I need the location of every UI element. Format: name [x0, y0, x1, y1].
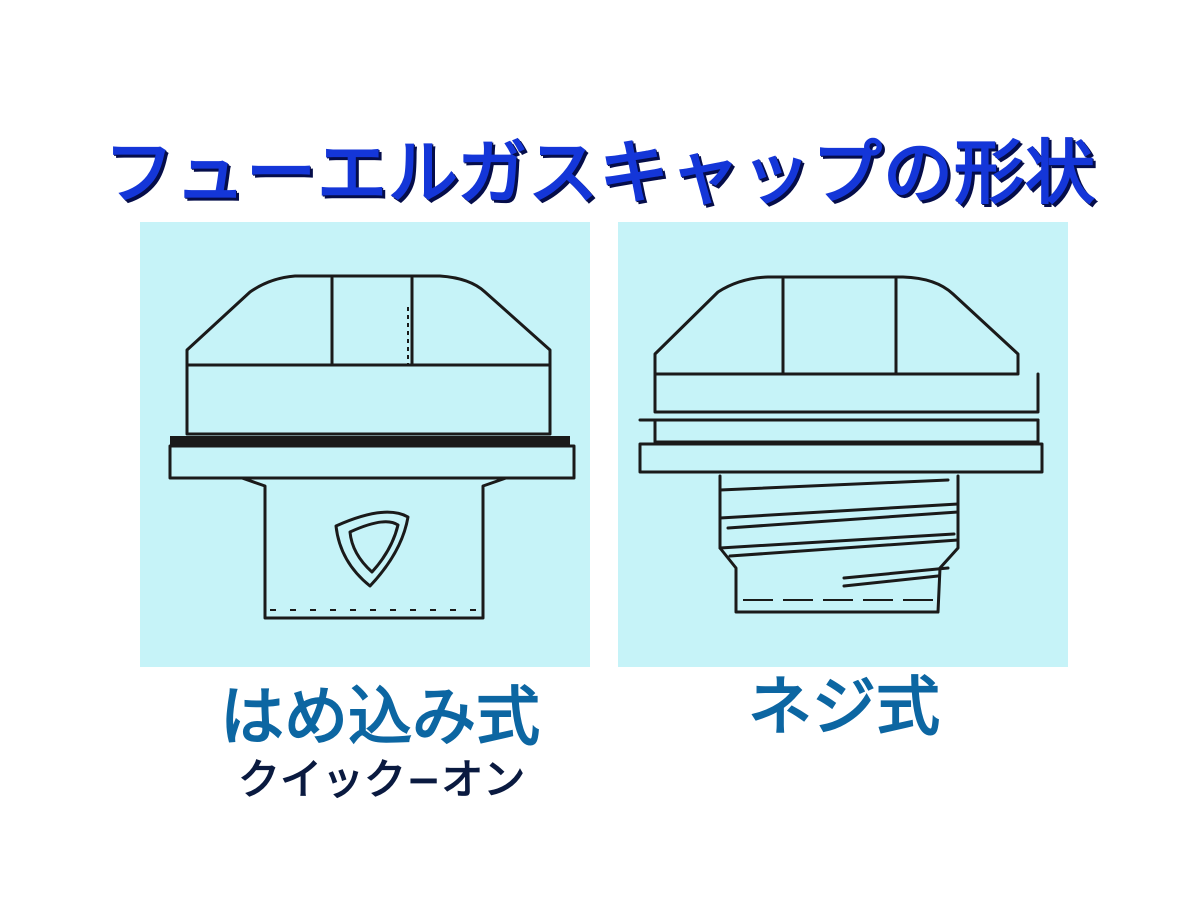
screw-type-label: ネジ式	[748, 671, 940, 745]
quick-on-cap-panel	[140, 222, 590, 667]
thread-coil	[718, 532, 956, 550]
page-title: フューエルガスキャップの形状	[104, 132, 1096, 214]
cap-neck	[240, 476, 508, 620]
thread-coil	[718, 478, 950, 492]
thread-coil	[726, 510, 960, 530]
cap-collar	[653, 418, 1040, 444]
quick-on-label: はめ込み式	[220, 681, 540, 755]
thread-coil	[728, 538, 960, 558]
cap-seal-band	[170, 436, 570, 445]
cap-flange	[638, 442, 1044, 474]
cap-body	[653, 372, 1040, 414]
thread-coil	[842, 574, 940, 588]
cap-body	[185, 363, 552, 436]
screw-cap-illustration	[638, 275, 1044, 614]
lock-tab-inner	[348, 520, 400, 574]
quick-on-cap-illustration	[168, 274, 576, 620]
thread-neck	[718, 474, 960, 614]
quick-on-sublabel: クイック−オン	[238, 755, 526, 804]
screw-cap-panel	[618, 222, 1068, 667]
cap-flange	[168, 444, 576, 480]
thread-coil	[842, 566, 950, 580]
cap-dome	[185, 274, 552, 367]
cap-dome	[653, 275, 1020, 376]
thread-coil	[718, 502, 960, 520]
lock-tab	[334, 510, 410, 588]
